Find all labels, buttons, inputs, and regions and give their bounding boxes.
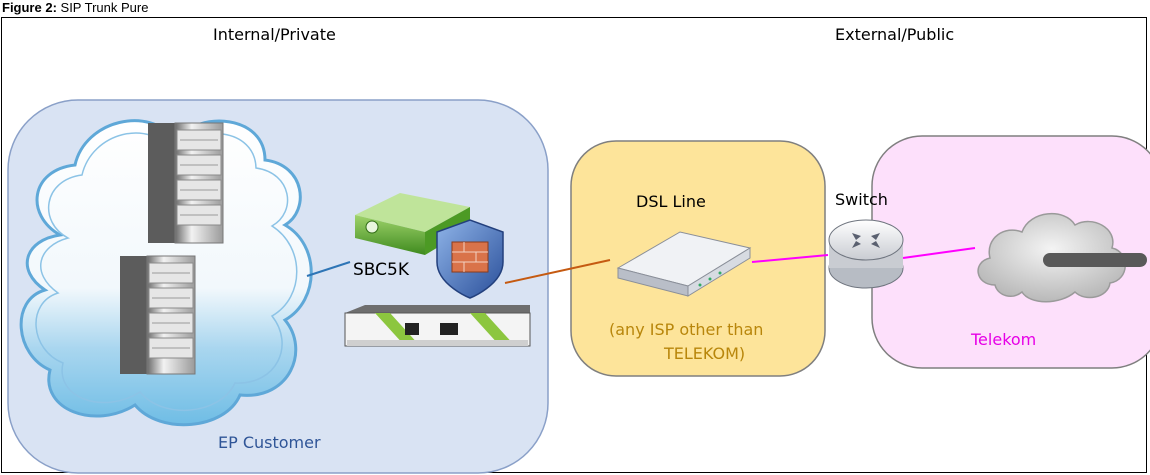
server-icon-2 [120,255,196,375]
switch-router-icon [828,219,904,289]
sbc-rack-unit-icon [344,305,531,347]
dsl-line-label: DSL Line [636,192,706,211]
customer-label: EP Customer [218,433,321,452]
firewall-shield-icon [436,219,504,299]
figure-caption: Figure 2: SIP Trunk Pure [2,0,148,15]
customer-cloud-inner-outline [35,132,298,411]
dsl-modem-icon [616,231,752,297]
isp-note-line1: (any ISP other than [609,320,764,339]
isp-note-line2: TELEKOM) [664,344,746,363]
figure-caption-number: Figure 2: [2,0,57,15]
telekom-label: Telekom [971,330,1037,349]
sbc-label: SBC5K [353,260,409,280]
telekom-cloud-icon [977,212,1147,303]
switch-label: Switch [835,190,888,209]
link-dsl-to-switch [751,254,829,263]
link-switch-to-telekom [902,247,976,259]
server-icon-1 [148,122,224,244]
zone-label-internal: Internal/Private [213,25,336,44]
figure-caption-title: SIP Trunk Pure [56,0,149,15]
zone-label-external: External/Public [835,25,955,44]
link-sbc-to-dsl [504,259,611,284]
link-customer-to-sbc [306,261,351,277]
